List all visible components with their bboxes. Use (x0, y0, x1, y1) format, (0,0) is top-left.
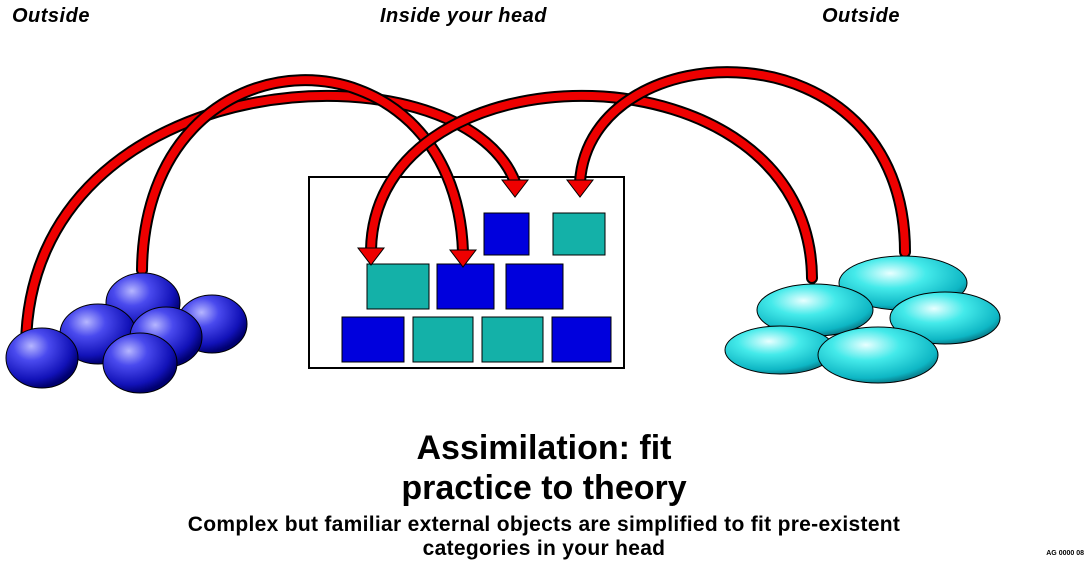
arrow-right-inner (565, 66, 911, 258)
block-teal (552, 212, 606, 256)
label-right-outside: Outside (822, 5, 900, 27)
caption-title-line1: Assimilation: fit (416, 429, 672, 467)
left-object-cluster (5, 272, 248, 394)
footer-code: AG 0000 08 (1046, 550, 1084, 557)
label-left-outside: Outside (12, 5, 90, 27)
arrow-right-outer (356, 90, 818, 284)
category-blocks (341, 212, 612, 363)
assimilation-arrows (20, 66, 911, 351)
cyan-ellipse (889, 291, 1001, 345)
right-object-cluster (724, 255, 1001, 384)
cyan-ellipse (817, 326, 939, 384)
block-dark-blue (505, 263, 564, 310)
arrow-left-outer (20, 89, 530, 351)
blue-sphere (5, 327, 79, 389)
label-inside-your-head: Inside your head (380, 5, 547, 27)
block-teal (412, 316, 474, 363)
block-dark-blue (483, 212, 530, 256)
caption-description-line2: categories in your head (422, 537, 666, 560)
caption-title-line2: practice to theory (401, 469, 687, 507)
arrow-left-inner (136, 74, 478, 276)
block-dark-blue (436, 263, 495, 310)
blue-sphere (102, 332, 178, 394)
block-teal (481, 316, 544, 363)
block-dark-blue (551, 316, 612, 363)
caption-description-line1: Complex but familiar external objects ar… (187, 513, 901, 536)
block-teal (366, 263, 430, 310)
block-dark-blue (341, 316, 405, 363)
